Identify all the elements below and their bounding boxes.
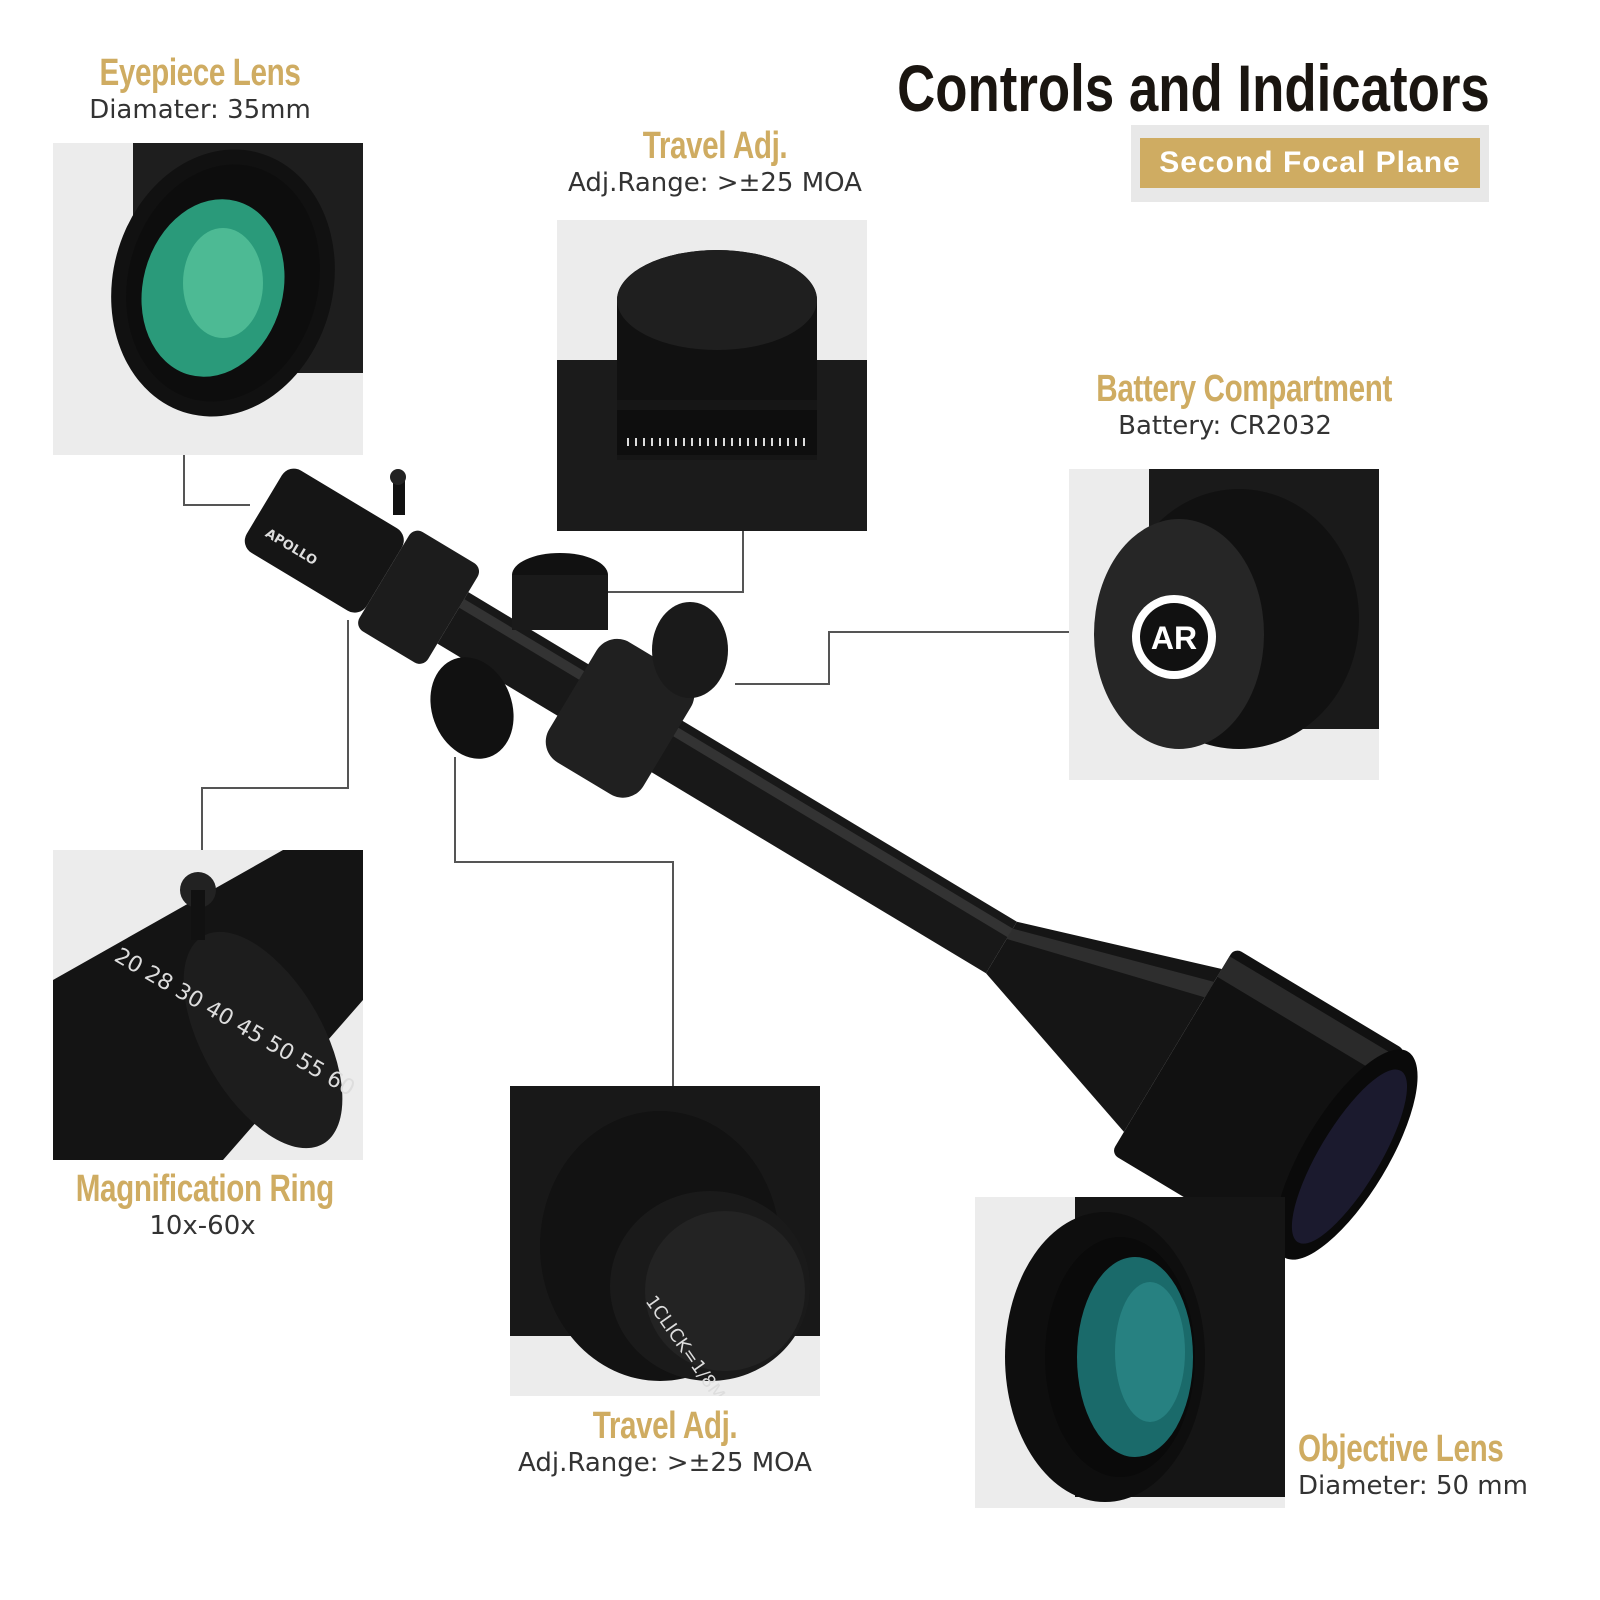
eyepiece-title: Eyepiece Lens <box>99 52 301 94</box>
objective-title: Objective Lens <box>1298 1428 1504 1470</box>
eyepiece-photo <box>53 143 363 455</box>
travel-adj-top-detail: Adj.Range: >±25 MOA <box>568 168 862 198</box>
eyepiece-detail: Diamater: 35mm <box>89 95 311 125</box>
turret-battery-icon <box>652 602 728 698</box>
connector-magnification <box>201 620 349 850</box>
focal-plane-badge-frame: Second Focal Plane <box>1131 125 1489 202</box>
rifle-scope <box>244 468 1418 1260</box>
travel-adj-bottom-detail: Adj.Range: >±25 MOA <box>518 1448 812 1478</box>
magnification-callout: Magnification Ring 10x-60x <box>40 1168 365 1241</box>
travel-adj-bottom-title: Travel Adj. <box>592 1405 738 1447</box>
battery-detail: Battery: CR2032 <box>1118 411 1332 441</box>
travel-adj-top-title: Travel Adj. <box>642 125 788 167</box>
connector-travel-bottom <box>454 757 674 1086</box>
eyepiece-callout: Eyepiece Lens Diamater: 35mm <box>50 52 350 125</box>
travel-adj-bottom-callout: Travel Adj. Adj.Range: >±25 MOA <box>510 1405 820 1478</box>
svg-text:AR: AR <box>1151 620 1197 656</box>
objective-detail: Diameter: 50 mm <box>1298 1471 1528 1501</box>
connector-eyepiece <box>183 455 250 506</box>
connector-travel-top <box>590 531 744 593</box>
objective-callout: Objective Lens Diameter: 50 mm <box>1298 1428 1528 1501</box>
battery-title: Battery Compartment <box>1096 368 1392 410</box>
magnification-title: Magnification Ring <box>75 1168 334 1210</box>
objective-photo <box>975 1197 1285 1508</box>
travel-adj-bottom-photo: 1CLICK=1/8M·O·A <box>510 1086 820 1396</box>
turret-side-icon <box>430 657 514 759</box>
power-pin-icon <box>390 469 406 515</box>
page-title: Controls and Indicators <box>897 51 1490 125</box>
battery-photo: AR <box>1069 469 1379 780</box>
focal-plane-badge: Second Focal Plane <box>1140 138 1480 188</box>
magnification-photo: 20 28 30 40 45 50 55 60 <box>53 850 363 1160</box>
magnification-detail: 10x-60x <box>149 1211 256 1241</box>
travel-adj-top-callout: Travel Adj. Adj.Range: >±25 MOA <box>560 125 870 198</box>
turret-top-icon <box>512 553 608 630</box>
connector-battery <box>735 631 1069 685</box>
battery-callout: Battery Compartment Battery: CR2032 <box>1060 368 1392 441</box>
travel-adj-top-photo <box>557 220 867 531</box>
